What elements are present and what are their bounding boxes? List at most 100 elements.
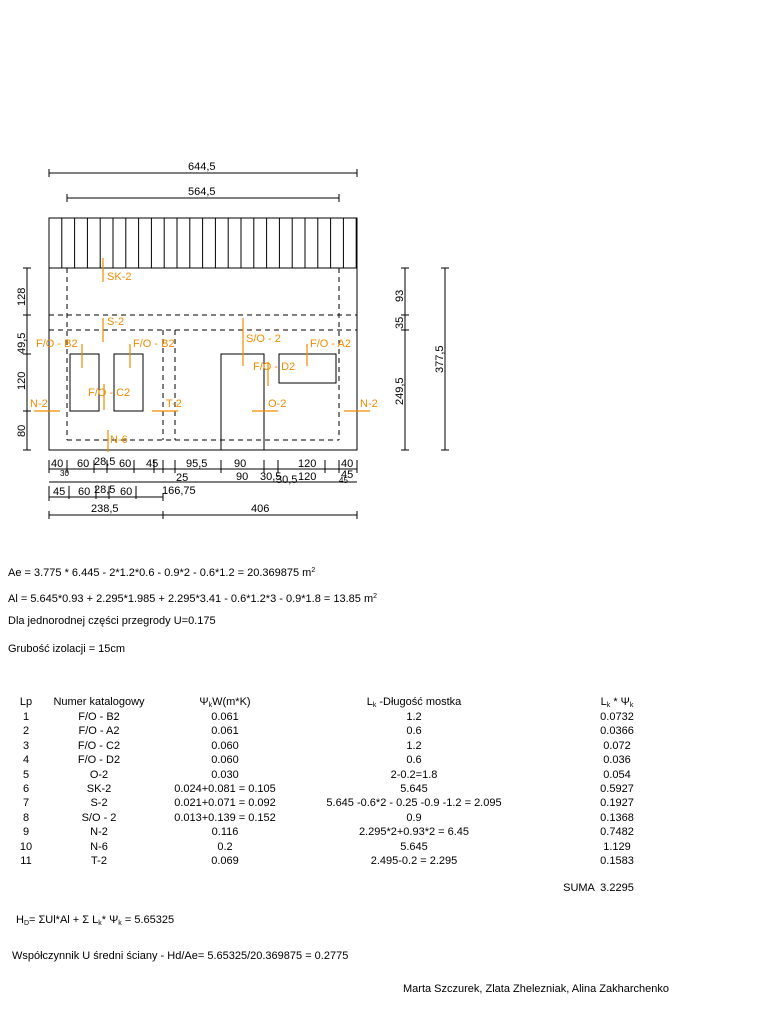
cell-prod: 0.0732 — [600, 711, 634, 723]
sum-value: 3.2295 — [600, 882, 634, 894]
dim-right-377-5: 377,5 — [434, 345, 446, 373]
cell-lp: 10 — [19, 840, 33, 853]
dim-b3-406: 406 — [251, 503, 269, 515]
dim-b1-40b: 40 — [341, 458, 353, 470]
cell-prod: 0.5927 — [600, 783, 634, 795]
cell-len: 2-0.2=1.8 — [390, 768, 438, 781]
dim-right-249-5: 249,5 — [394, 377, 406, 405]
ae-formula: Ae = 3.775 * 6.445 - 2*1.2*0.6 - 0.9*2 -… — [8, 564, 315, 580]
label-n6: N-6 — [110, 434, 128, 446]
ae-formula-sup: 2 — [311, 567, 316, 574]
cell-psi: 0.060 — [211, 754, 239, 767]
cell-lp: 2 — [22, 725, 30, 738]
header-product-l: L — [600, 696, 607, 708]
cell-prod: 0.054 — [603, 768, 631, 781]
cell-psi: 0.061 — [211, 711, 239, 723]
cell-lp: 7 — [22, 797, 30, 810]
dim-top-inner: 564,5 — [188, 186, 216, 198]
cell-prod: 0.036 — [603, 754, 631, 767]
hd-result: = 5.65325 — [121, 914, 175, 926]
table-header-row: Lp Numer katalogowy ΨkW(m*K) Lk -Długość… — [14, 696, 664, 709]
ae-formula-text: Ae = 3.775 * 6.445 - 2*1.2*0.6 - 0.9*2 -… — [8, 567, 312, 579]
cell-cat: F/O - B2 — [78, 711, 120, 723]
dim-b1-90: 90 — [234, 458, 246, 470]
header-product: Lk * Ψk — [589, 696, 645, 712]
cell-lp: 5 — [22, 768, 30, 781]
label-fo-b2-right: F/O - B2 — [133, 338, 175, 350]
header-length-symbol: L — [366, 696, 373, 708]
cell-len: 2.495-0.2 = 2.295 — [370, 855, 458, 867]
cell-lp: 8 — [22, 811, 30, 824]
dim-b2-60b: 60 — [120, 486, 132, 498]
label-o2: O-2 — [268, 398, 286, 410]
cell-len: 0.6 — [406, 754, 422, 767]
dim-b1s-30-5b: 30,5 — [276, 474, 297, 486]
cell-cat: S/O - 2 — [81, 811, 117, 824]
dim-b1s-25: 25 — [176, 472, 188, 484]
label-fo-c2: F/O - C2 — [88, 387, 130, 399]
cell-psi: 0.069 — [211, 855, 239, 867]
header-psi-symbol: Ψ — [199, 696, 209, 708]
cell-prod: 0.0366 — [600, 725, 634, 738]
hd-formula: HD= ΣUl*Al + Σ Lk* Ψk = 5.65325 — [16, 914, 174, 930]
header-length-text: -Długość mostka — [376, 696, 462, 708]
table-row: 5 O-2 0.030 2-0.2=1.8 0.054 — [14, 769, 664, 781]
cell-psi: 0.061 — [211, 725, 239, 738]
u-average-line: Współczynnik U średni ściany - Hd/Ae= 5.… — [12, 950, 349, 962]
cell-lp: 1 — [22, 711, 30, 723]
cell-len: 5.645 — [400, 840, 428, 853]
cell-cat: F/O - D2 — [77, 754, 121, 767]
cell-prod: 0.7482 — [600, 826, 634, 839]
dim-b1s-30: 30 — [60, 469, 69, 478]
cell-psi: 0.2 — [217, 840, 233, 853]
label-t2: T-2 — [166, 398, 182, 410]
header-psi: ΨkW(m*K) — [169, 696, 281, 712]
al-formula-text: Al = 5.645*0.93 + 2.295*1.985 + 2.295*3.… — [8, 593, 374, 605]
cell-len: 0.6 — [406, 725, 422, 738]
dim-b1s-45a: 45 — [341, 469, 353, 481]
label-s2: S-2 — [107, 316, 124, 328]
cell-prod: 1.129 — [603, 840, 631, 853]
label-so2: S/O - 2 — [246, 333, 281, 345]
header-length-sub: k — [372, 702, 377, 709]
al-formula-sup: 2 — [373, 593, 378, 600]
cell-prod: 0.072 — [603, 739, 631, 752]
cell-psi: 0.116 — [211, 826, 239, 839]
cell-psi: 0.030 — [211, 768, 239, 781]
label-fo-d2: F/O - D2 — [253, 361, 295, 373]
cell-cat: O-2 — [89, 768, 109, 781]
dim-b2-45: 45 — [53, 486, 65, 498]
header-psi-sub: k — [208, 702, 213, 709]
authors-line: Marta Szczurek, Zlata Zhelezniak, Alina … — [403, 983, 669, 995]
hd-symbol: H — [16, 914, 24, 926]
cell-len: 5.645 -0.6*2 - 0.25 -0.9 -1.2 = 2.095 — [326, 797, 502, 810]
window-c2-right — [113, 353, 144, 412]
dim-b2-166-75: 166,75 — [162, 485, 196, 497]
cell-lp: 4 — [22, 754, 30, 767]
cell-prod: 0.1583 — [600, 855, 634, 867]
label-n2-right: N-2 — [360, 398, 378, 410]
cell-psi: 0.060 — [211, 739, 239, 752]
dim-b1s-45b: 45 — [339, 476, 348, 485]
cell-psi: 0.024+0.081 = 0.105 — [174, 783, 276, 795]
header-product-sub1: k — [606, 702, 611, 709]
wall-elevation-drawing: SK-2 S-2 F/O - B2 F/O - B2 S/O - 2 F/O -… — [16, 161, 449, 519]
cell-cat: SK-2 — [86, 783, 112, 795]
cell-lp: 9 — [22, 826, 30, 839]
dim-b2-60a: 60 — [78, 486, 90, 498]
cell-psi: 0.013+0.139 = 0.152 — [174, 811, 276, 824]
insulation-line: Grubość izolacji = 15cm — [8, 643, 126, 655]
header-product-sub2: k — [629, 702, 634, 709]
cell-lp: 6 — [22, 783, 30, 795]
dim-b1-28-5: 28,5 — [94, 456, 115, 468]
cell-psi: 0.021+0.071 = 0.092 — [174, 797, 276, 810]
cell-len: 5.645 — [400, 783, 428, 795]
dim-b1-45: 45 — [146, 458, 158, 470]
hd-psi: * Ψ — [101, 914, 119, 926]
dim-right-35: 35 — [394, 317, 406, 329]
